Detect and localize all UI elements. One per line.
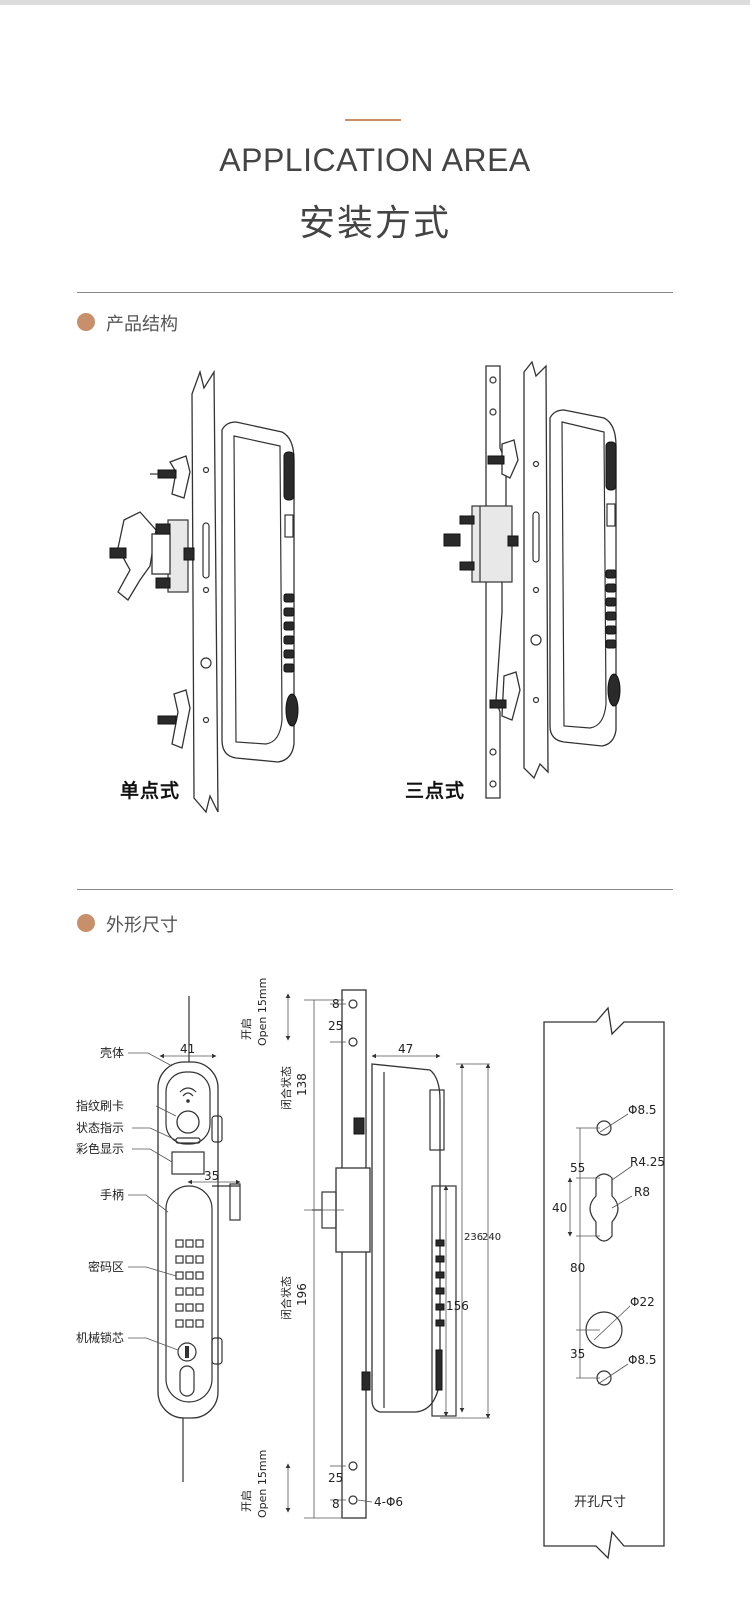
dim-side-width: 47 (398, 1042, 413, 1056)
cutout-labels: Φ8.5 R4.25 R8 55 40 80 Φ22 35 Φ8.5 开孔尺寸 (552, 1103, 665, 1510)
dim-8-bottom: 8 (332, 1497, 340, 1511)
single-point-exploded-view (109, 369, 299, 814)
section-divider-structure (77, 292, 673, 293)
caption-three-point: 三点式 (405, 780, 466, 802)
callout-display: 彩色显示 (76, 1142, 124, 1156)
page-title-zh: 安装方式 (298, 203, 451, 244)
section-bullet-structure (77, 313, 95, 331)
label-holes: 4-Φ6 (374, 1495, 403, 1509)
callout-keypad: 密码区 (88, 1259, 124, 1274)
dim-55: 55 (570, 1161, 585, 1175)
side-view-labels: 开启 Open 15mm 闭合状态 138 闭合状态 196 开启 Open 1… (240, 978, 501, 1518)
dim-80: 80 (570, 1261, 585, 1275)
caption-single-point: 单点式 (120, 780, 181, 802)
dim-front-width: 41 (180, 1042, 195, 1056)
dim-phi-bottom: Φ8.5 (628, 1353, 657, 1367)
dim-phi22: Φ22 (630, 1295, 655, 1309)
front-keypad (175, 1239, 204, 1328)
keypad-buttons-triple (605, 569, 617, 649)
dim-phi-top: Φ8.5 (628, 1103, 657, 1117)
dim-35: 35 (570, 1347, 585, 1361)
dim-8-top: 8 (332, 997, 340, 1011)
cutout-template (543, 1006, 665, 1560)
callout-cylinder: 机械锁芯 (76, 1330, 124, 1345)
title-accent-line (345, 119, 401, 121)
section-title-dimensions: 外形尺寸 (106, 915, 178, 936)
label-open-bottom: 开启 (240, 1490, 253, 1512)
dim-handle-offset: 35 (204, 1169, 219, 1183)
front-view (128, 996, 241, 1482)
callout-handle: 手柄 (100, 1188, 124, 1202)
three-point-exploded-view (443, 360, 621, 799)
dim-25-top: 25 (328, 1019, 343, 1033)
callout-fingerprint: 指纹刷卡 (76, 1098, 124, 1113)
keypad-buttons-single (283, 593, 295, 673)
label-open-top: 开启 (240, 1018, 253, 1040)
page-title-en: APPLICATION AREA (219, 142, 531, 178)
callout-shell: 壳体 (100, 1046, 124, 1060)
front-view-labels: 41 35 壳体 指纹刷卡 状态指示 彩色显示 手柄 密码区 机械锁芯 (76, 1042, 219, 1345)
label-open-dist-top: Open 15mm (256, 978, 269, 1046)
dim-r425: R4.25 (630, 1155, 665, 1169)
side-view (285, 989, 491, 1519)
top-border (0, 0, 750, 5)
dim-240: 240 (482, 1232, 501, 1243)
dim-40: 40 (552, 1201, 567, 1215)
section-divider-dimensions (77, 889, 673, 890)
callout-status: 状态指示 (76, 1120, 124, 1135)
dim-138: 138 (295, 1073, 309, 1096)
dim-156: 156 (446, 1299, 469, 1313)
label-closed-bottom: 闭合状态 (279, 1276, 293, 1320)
label-closed-top: 闭合状态 (279, 1066, 293, 1110)
section-title-structure: 产品结构 (106, 314, 178, 335)
dim-236: 236 (464, 1232, 483, 1243)
dim-r8: R8 (634, 1185, 650, 1199)
section-bullet-dimensions (77, 914, 95, 932)
dim-196: 196 (295, 1283, 309, 1306)
label-open-dist-bottom: Open 15mm (256, 1450, 269, 1518)
caption-cutout: 开孔尺寸 (574, 1495, 626, 1510)
dim-25-bottom: 25 (328, 1471, 343, 1485)
